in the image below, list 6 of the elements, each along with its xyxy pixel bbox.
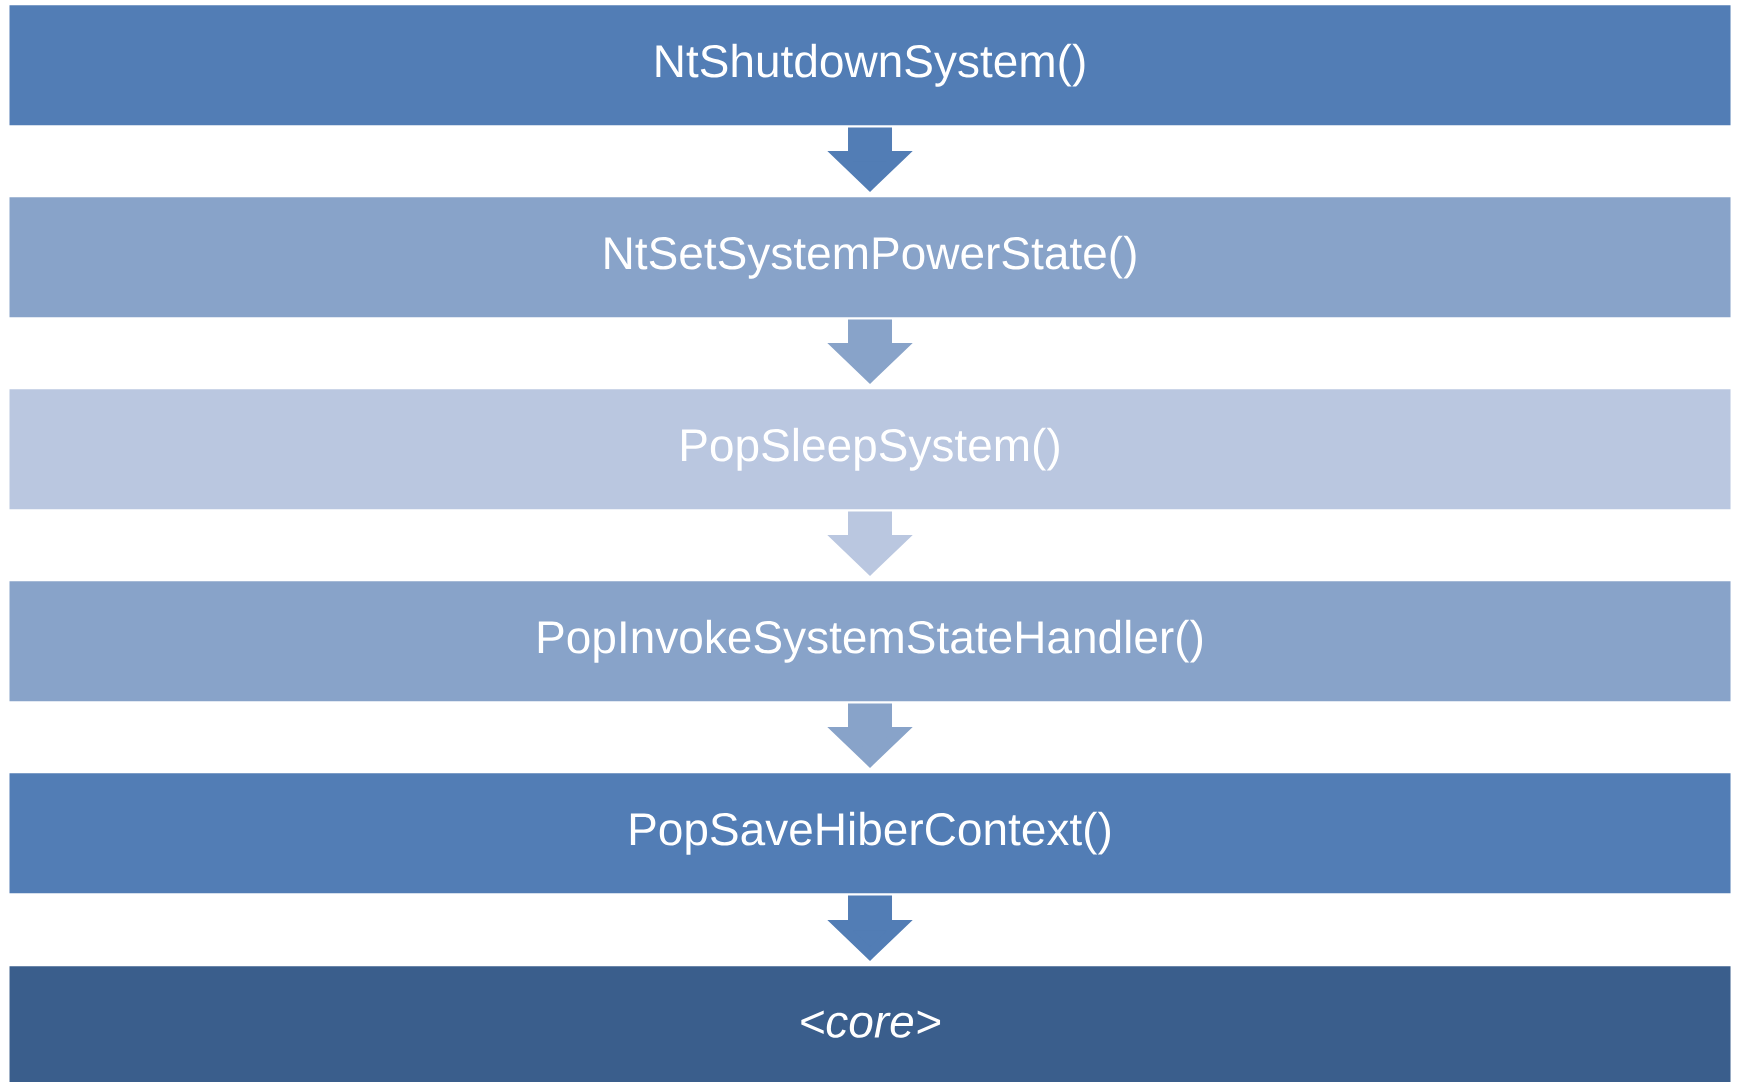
process-box: PopSleepSystem() bbox=[9, 389, 1731, 510]
process-box: <core> bbox=[9, 966, 1731, 1082]
process-box: PopSaveHiberContext() bbox=[9, 773, 1731, 894]
process-box: PopInvokeSystemStateHandler() bbox=[9, 581, 1731, 702]
process-box: NtSetSystemPowerState() bbox=[9, 197, 1731, 318]
process-box: NtShutdownSystem() bbox=[9, 5, 1731, 126]
